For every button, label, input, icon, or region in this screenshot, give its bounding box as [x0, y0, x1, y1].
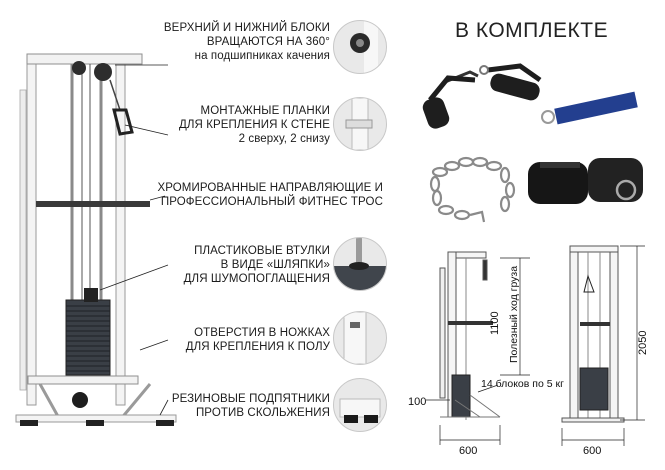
feature-rails-line2: ПРОФЕССИОНАЛЬНЫЙ ФИТНЕС ТРОС [160, 196, 383, 208]
feature-rails: ХРОМИРОВАННЫЕ НАПРАВЛЯЮЩИЕ И ПРОФЕССИОНА… [157, 181, 383, 209]
feature-bushings-line3: ДЛЯ ШУМОПОГЛАЩЕНИЯ [183, 273, 330, 285]
feature-pulleys-line3: на подшипниках качения [194, 50, 330, 62]
feature-mounting-line2: ДЛЯ КРЕПЛЕНИЯ К СТЕНЕ [178, 119, 330, 131]
rubber-foot-thumb [333, 378, 387, 432]
d-handle-left-icon [422, 70, 479, 129]
side-view-drawing [439, 251, 501, 420]
feature-pulleys-line1: ВЕРХНИЙ И НИЖНИЙ БЛОКИ [163, 22, 330, 34]
feature-floor-holes: ОТВЕРСТИЯ В НОЖКАХ ДЛЯ КРЕПЛЕНИЯ К ПОЛУ [186, 326, 330, 354]
chain-icon [429, 156, 516, 223]
feature-mounting-line1: МОНТАЖНЫЕ ПЛАНКИ [200, 105, 330, 117]
feature-rubber-feet: РЕЗИНОВЫЕ ПОДПЯТНИКИ ПРОТИВ СКОЛЬЖЕНИЯ [172, 392, 330, 420]
width-left-label: 600 [459, 445, 478, 457]
stack-label: 14 блоков по 5 кг [481, 378, 564, 390]
feature-floor-holes-line2: ДЛЯ КРЕПЛЕНИЯ К ПОЛУ [185, 341, 330, 353]
feature-rubber-feet-line2: ПРОТИВ СКОЛЬЖЕНИЯ [195, 407, 330, 419]
travel-value-label: 1100 [489, 311, 501, 335]
feature-pulleys: ВЕРХНИЙ И НИЖНИЙ БЛОКИ ВРАЩАЮТСЯ НА 360°… [164, 21, 330, 63]
feature-bushings-line2: В ВИДЕ «ШЛЯПКИ» [220, 259, 330, 271]
pulley-detail-thumb [333, 20, 387, 74]
width-right-label: 600 [583, 445, 602, 457]
floor-hole-thumb [333, 311, 387, 365]
strap-handle-icon [541, 91, 638, 125]
feature-rubber-feet-line1: РЕЗИНОВЫЕ ПОДПЯТНИКИ [171, 393, 330, 405]
offset-label: 100 [408, 396, 427, 408]
feature-bushings: ПЛАСТИКОВЫЕ ВТУЛКИ В ВИДЕ «ШЛЯПКИ» ДЛЯ Ш… [184, 244, 330, 286]
d-handle-right-icon [479, 63, 542, 101]
wall-mount-plate-thumb [333, 97, 387, 151]
feature-mounting: МОНТАЖНЫЕ ПЛАНКИ ДЛЯ КРЕПЛЕНИЯ К СТЕНЕ 2… [179, 104, 330, 146]
plastic-bushing-thumb [333, 237, 387, 291]
feature-pulleys-line2: ВРАЩАЮТСЯ НА 360° [206, 36, 330, 48]
height-label: 2050 [637, 330, 649, 355]
feature-rails-line1: ХРОМИРОВАННЫЕ НАПРАВЛЯЮЩИЕ И [157, 182, 383, 194]
feature-mounting-line3: 2 сверху, 2 снизу [238, 133, 330, 145]
ankle-cuffs-icon [528, 158, 643, 204]
travel-caption-label: Полезный ход груза [508, 265, 520, 363]
feature-floor-holes-line1: ОТВЕРСТИЯ В НОЖКАХ [194, 327, 330, 339]
kit-title: В КОМПЛЕКТЕ [455, 19, 609, 42]
front-view-drawing [561, 245, 625, 423]
feature-bushings-line1: ПЛАСТИКОВЫЕ ВТУЛКИ [194, 245, 330, 257]
